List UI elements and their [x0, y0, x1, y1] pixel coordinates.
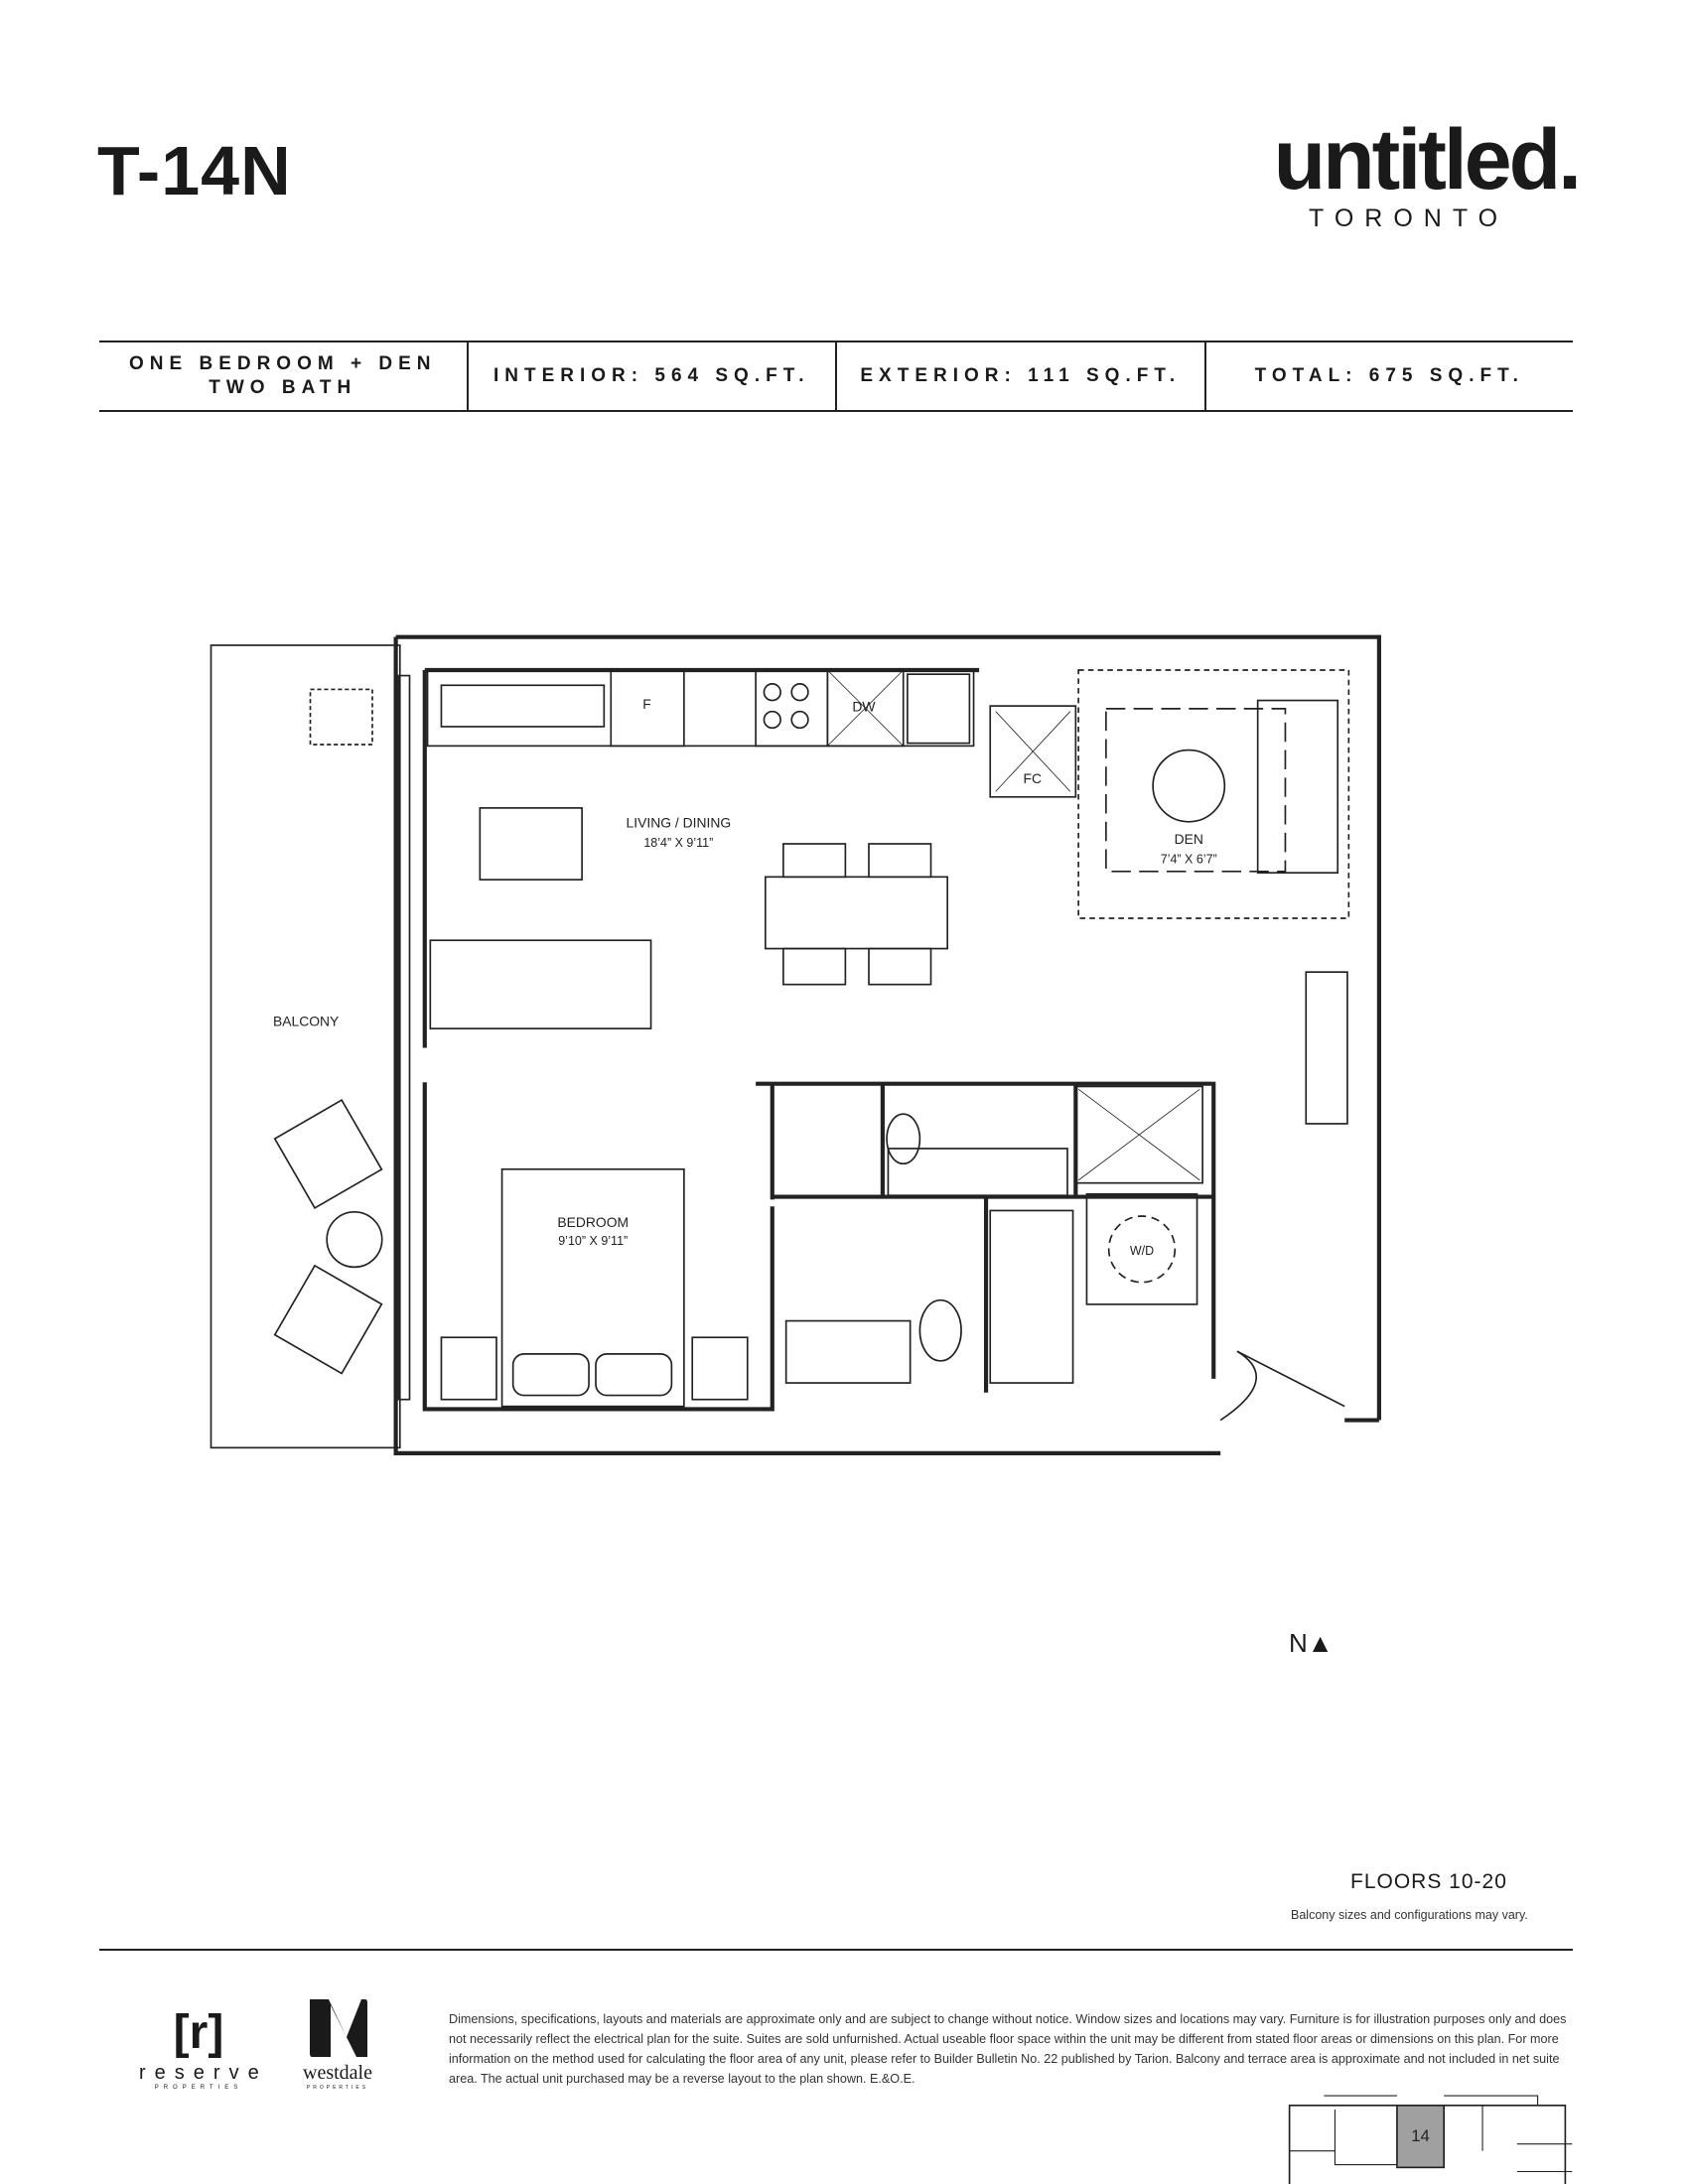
brand-logo: untitled.	[1273, 112, 1582, 207]
chair	[782, 947, 847, 986]
bedroom-label: BEDROOM	[557, 1214, 629, 1230]
laundry-label: W/D	[1130, 1244, 1154, 1258]
key-plan-unit-number: 14	[1411, 2126, 1430, 2145]
interior-wall-left	[422, 667, 980, 1412]
westdale-word: westdale	[303, 2062, 372, 2084]
reserve-sub: PROPERTIES	[154, 2085, 243, 2091]
chair	[868, 843, 932, 879]
den-outline	[1077, 669, 1350, 919]
key-plan: 14	[1288, 2095, 1573, 2184]
unit-type-line1: ONE BEDROOM + DEN	[129, 353, 437, 374]
den-rug	[1105, 708, 1287, 873]
pillow	[511, 1353, 590, 1397]
key-plan-unit-highlight	[1396, 2104, 1445, 2169]
spec-table: ONE BEDROOM + DEN TWO BATH INTERIOR: 564…	[99, 341, 1573, 412]
floors-label: FLOORS 10-20	[1350, 1870, 1507, 1893]
laundry-closet	[1085, 1192, 1198, 1305]
unit-type-line2: TWO BATH	[209, 377, 357, 398]
balcony-note: Balcony sizes and configurations may var…	[1291, 1908, 1528, 1922]
reserve-mark: [r]	[173, 2006, 224, 2059]
wardrobe	[1305, 971, 1348, 1125]
bathtub	[989, 1209, 1074, 1384]
westdale-mark-icon	[310, 1999, 367, 2057]
nightstand	[691, 1336, 749, 1401]
unit-type-cell: ONE BEDROOM + DEN TWO BATH	[99, 342, 467, 410]
bed	[500, 1167, 685, 1408]
balcony-chair	[273, 1264, 383, 1375]
westdale-sub: PROPERTIES	[306, 2085, 369, 2091]
pillow	[595, 1353, 673, 1397]
toilet	[886, 1113, 921, 1165]
balcony-plant	[309, 688, 373, 746]
balcony-label: BALCONY	[273, 1013, 339, 1028]
living-dims: 18’4” X 9’11”	[643, 836, 713, 850]
window-wall-left	[397, 674, 411, 1401]
westdale-logo: westdale PROPERTIES	[288, 1997, 387, 2091]
tv-stand	[479, 807, 583, 881]
exterior-wall	[393, 634, 1381, 1455]
chair	[782, 843, 847, 879]
den-sofa	[1256, 699, 1339, 874]
north-indicator: N▲	[1289, 1628, 1334, 1658]
vanity	[784, 1319, 912, 1384]
closet-fc	[989, 705, 1077, 798]
dining-table	[765, 876, 948, 950]
balcony-table	[326, 1211, 383, 1269]
den-dims: 7’4” X 6’7”	[1161, 852, 1217, 866]
chair	[868, 947, 932, 986]
nightstand	[440, 1336, 497, 1401]
closet-label: FC	[1024, 770, 1043, 786]
kitchen-counter	[426, 669, 975, 748]
bedroom-dims: 9’10” X 9’11”	[558, 1234, 628, 1248]
cooktop	[755, 669, 829, 748]
den-label: DEN	[1175, 831, 1203, 847]
vanity	[887, 1148, 1068, 1196]
toilet	[918, 1298, 962, 1362]
living-label: LIVING / DINING	[627, 814, 732, 830]
shower	[1074, 1085, 1203, 1184]
disclaimer: Dimensions, specifications, layouts and …	[449, 2012, 1567, 2086]
reserve-word: reserve	[139, 2062, 268, 2084]
exterior-area: EXTERIOR: 111 SQ.FT.	[835, 342, 1204, 410]
unit-title: T-14N	[97, 132, 292, 209]
kitchen-sink	[907, 673, 971, 745]
total-area: TOTAL: 675 SQ.FT.	[1203, 342, 1574, 410]
interior-area: INTERIOR: 564 SQ.FT.	[466, 342, 836, 410]
footer-divider	[99, 1949, 1573, 1951]
dishwasher	[826, 669, 905, 748]
entry-door	[1219, 1350, 1345, 1422]
fridge-label: F	[642, 696, 650, 712]
balcony-outline	[210, 644, 401, 1449]
brand-city: TORONTO	[1309, 205, 1509, 232]
sofa	[429, 939, 652, 1029]
balcony-chair	[273, 1099, 383, 1209]
reserve-logo: [r] reserve PROPERTIES	[139, 2005, 268, 2091]
range-hood	[440, 684, 606, 728]
dishwasher-label: DW	[852, 699, 876, 715]
den-table	[1152, 749, 1226, 823]
fridge	[610, 669, 685, 748]
